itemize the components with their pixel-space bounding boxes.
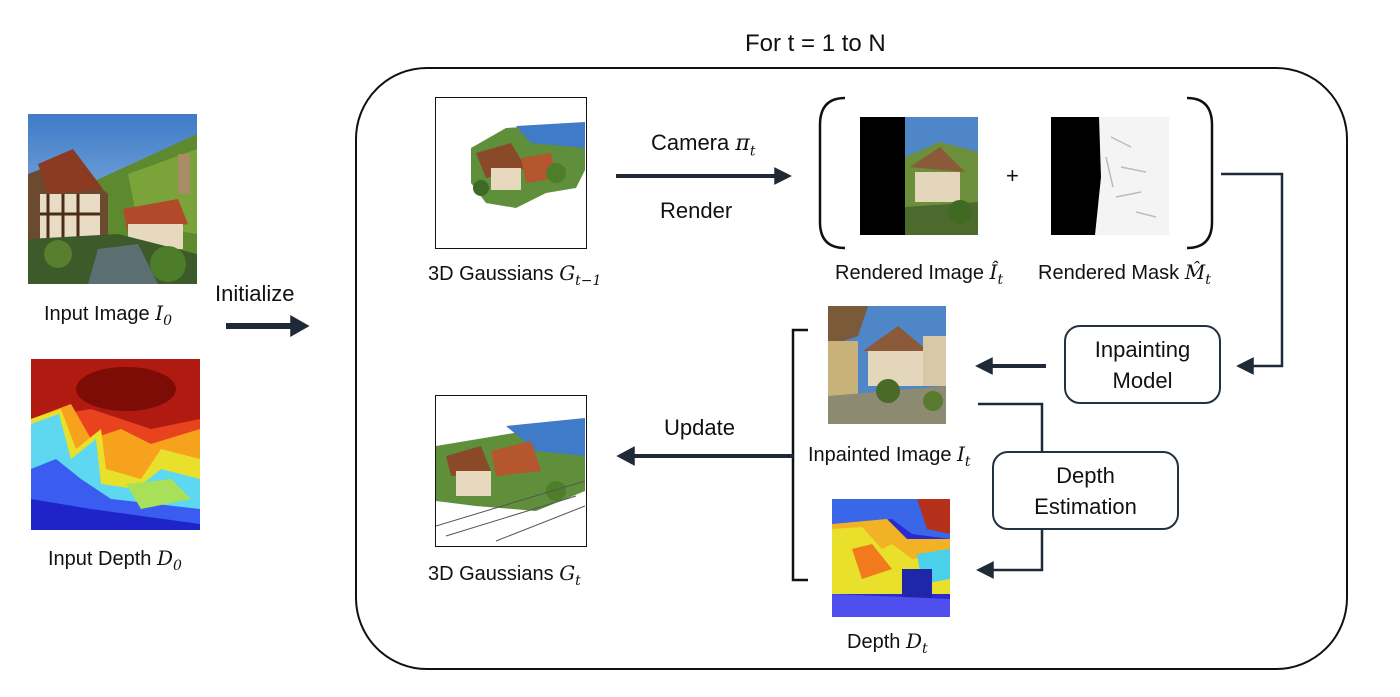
render-label: Render — [660, 198, 733, 223]
inpainted-image-label: Inpainted Image It — [808, 442, 971, 470]
inpainting-arrowhead — [1236, 357, 1254, 375]
plus-sign: + — [1006, 163, 1019, 188]
depth-estimation-out-path — [992, 530, 1044, 572]
depth-label: Depth Dt — [847, 629, 928, 657]
loop-title: For t = 1 to N — [745, 30, 886, 57]
rendered-mask — [1051, 117, 1169, 235]
gaussians-curr-label: 3D Gaussians Gt — [428, 561, 581, 589]
depth-estimation-line1: Depth — [1056, 462, 1115, 488]
update-label: Update — [664, 415, 735, 440]
initialize-arrowhead — [290, 314, 310, 338]
loop-container — [355, 67, 1348, 670]
inpainted-image — [828, 306, 946, 424]
left-paren — [818, 96, 846, 250]
to-depth-estimation-path — [978, 402, 1044, 451]
depth-map — [832, 499, 950, 617]
rendered-image-label: Rendered Image Ît — [835, 260, 1004, 288]
input-image-label: Input Image I0 — [44, 301, 173, 329]
right-paren — [1186, 96, 1214, 250]
inpainting-model-line2: Model — [1112, 367, 1173, 393]
camera-label: Camera πt — [651, 130, 756, 160]
input-image — [28, 114, 197, 284]
rendered-image — [860, 117, 978, 235]
update-arrowhead — [616, 446, 635, 466]
depth-arrowhead — [976, 561, 994, 579]
rendered-mask-label: Rendered Mask M̂t — [1038, 260, 1211, 288]
render-arrowhead — [774, 167, 792, 185]
inpainting-model-line1: Inpainting — [1094, 336, 1191, 362]
input-depth-label: Input Depth D0 — [48, 546, 182, 574]
inpainted-arrowhead — [975, 357, 993, 375]
gaussians-prev-label: 3D Gaussians Gt−1 — [428, 261, 602, 289]
gaussians-prev-frame — [435, 97, 587, 249]
gaussians-curr-frame — [435, 395, 587, 547]
depth-estimation-line2: Estimation — [1034, 493, 1137, 519]
mask-to-inpainting-path — [1221, 172, 1284, 368]
initialize-label: Initialize — [215, 281, 295, 306]
input-depth-map — [31, 359, 200, 530]
group-bracket — [791, 328, 808, 582]
